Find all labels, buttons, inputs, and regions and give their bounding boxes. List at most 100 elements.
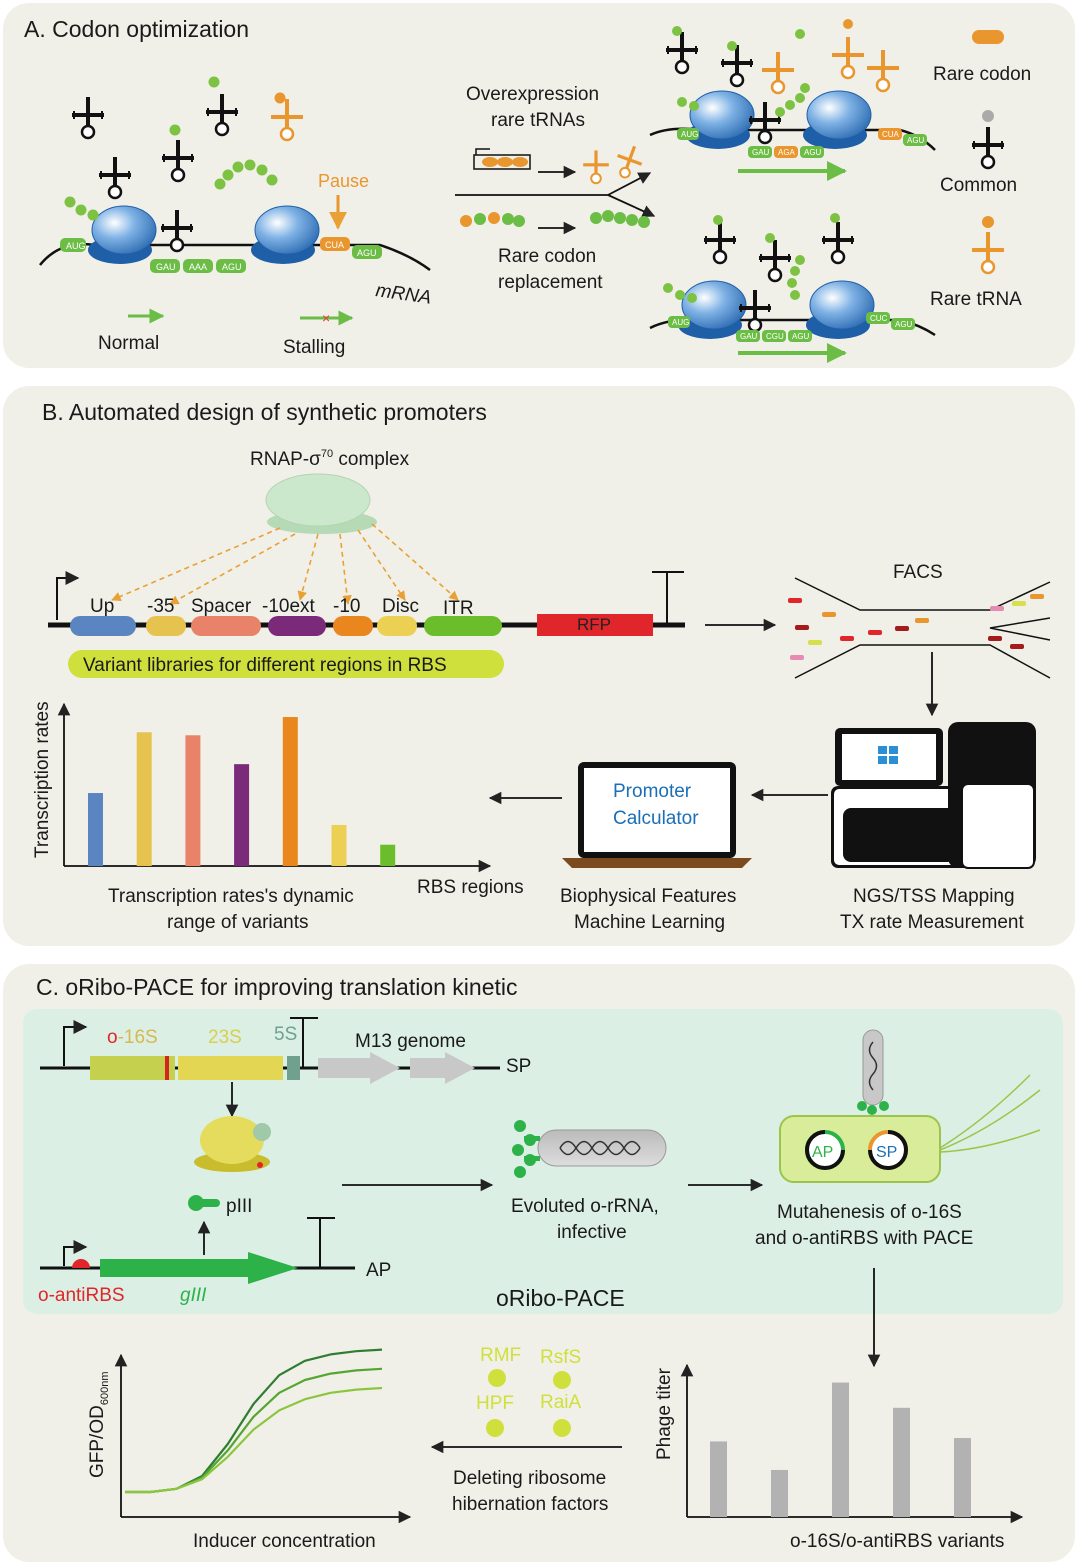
codon-label: GAU xyxy=(740,332,758,341)
codon-label: AGU xyxy=(907,136,925,145)
facs-label: FACS xyxy=(893,562,943,583)
calculator-label: Calculator xyxy=(613,808,699,829)
gfp-ylabel: GFP/OD600nm xyxy=(87,1372,111,1478)
m13-label: M13 genome xyxy=(355,1031,466,1052)
codon-label: AUG xyxy=(672,318,689,327)
codon-label: AGU xyxy=(804,148,822,157)
common-trna-icon xyxy=(97,155,133,200)
codon-label: AGU xyxy=(895,320,913,329)
ecoli-cell-icon: AP SP xyxy=(779,1029,1041,1183)
promoter-arrow xyxy=(56,571,80,620)
replacement-label: replacement xyxy=(498,272,603,293)
ngs-label: TX rate Measurement xyxy=(840,912,1024,933)
hibernation-factors: RMF RsfS HPF RaiA Deleting ribosome hibe… xyxy=(430,1345,622,1515)
ribosome-icon xyxy=(677,280,747,340)
chart-b-xlabel: RBS regions xyxy=(417,877,524,898)
laptop-icon: Promoter Calculator xyxy=(562,762,752,868)
stall-cross-icon: × xyxy=(322,310,330,326)
phage-bars xyxy=(710,1382,971,1517)
rare-codon-label: CUA xyxy=(882,130,900,139)
common-trna-icon xyxy=(204,92,240,137)
evoluted-label: Evoluted o-rRNA, xyxy=(511,1196,659,1217)
phage-titer-bar xyxy=(893,1407,910,1517)
factor-label: RsfS xyxy=(540,1347,581,1368)
common-amino-acid-icon xyxy=(982,110,994,122)
rare-trna-icon xyxy=(581,148,611,185)
ribosome-icon xyxy=(805,280,875,340)
mutagenesis-label: Mutahenesis of o-16S xyxy=(777,1202,962,1223)
right-translation-scenes: AUG GAU AGA AGU CUA AGU AUG GAU CGU AGU … xyxy=(649,19,936,363)
ribosome-icon xyxy=(685,90,755,150)
chart-b-ylabel: Transcription rates xyxy=(32,701,53,858)
panel-a-background xyxy=(3,3,1075,368)
common-trna-icon xyxy=(719,43,755,88)
phage-icon xyxy=(512,1120,667,1178)
o-ribosome-icon xyxy=(194,1116,271,1172)
region-label: -10 xyxy=(333,596,360,617)
factor-label: RMF xyxy=(480,1345,521,1366)
overexpression-label: rare tRNAs xyxy=(491,110,585,131)
rare-trna-icon xyxy=(970,230,1006,275)
phage-titer-bar xyxy=(954,1438,971,1517)
gfp-xlabel: Inducer concentration xyxy=(193,1531,376,1552)
o-antirbs-label: o-antiRBS xyxy=(38,1285,125,1306)
panel-c-title: C. oRibo-PACE for improving translation … xyxy=(36,974,517,1000)
region-label: Disc xyxy=(382,596,419,617)
phage-titer-bar xyxy=(710,1441,727,1517)
region-label: -35 xyxy=(147,596,174,617)
factor-label: RaiA xyxy=(540,1392,582,1413)
pause-label: Pause xyxy=(318,171,369,191)
gfp-chart: GFP/OD600nm Inducer concentration xyxy=(87,1348,412,1552)
promoter-construct: RFP Up -35 Spacer -10ext -10 Disc ITR Va… xyxy=(48,571,685,678)
cell-droplets xyxy=(788,594,1044,660)
codon-label: GAU xyxy=(752,148,770,157)
region-spacer xyxy=(191,616,261,636)
phage-titer-bar xyxy=(771,1469,788,1517)
transcription-bar xyxy=(88,793,103,866)
rare-trna-icon xyxy=(830,35,866,80)
region-label: -10ext xyxy=(262,596,316,617)
codon-label: AGU xyxy=(357,248,377,258)
normal-label: Normal xyxy=(98,333,159,354)
chart-b-caption: range of variants xyxy=(167,912,309,933)
rnap-complex: RNAP-σ70 complex xyxy=(111,448,459,605)
common-trna-icon xyxy=(757,238,793,283)
transcription-bar xyxy=(234,764,250,866)
codon-label: AUG xyxy=(681,130,698,139)
legend-rare-codon: Rare codon xyxy=(933,64,1031,85)
rare-trna-icon xyxy=(760,50,796,95)
rare-trna-icon xyxy=(609,140,649,184)
ribosome-icon xyxy=(802,90,872,150)
common-trna-icon xyxy=(970,125,1006,170)
region-label: Up xyxy=(90,596,114,617)
common-trna-icon xyxy=(160,138,196,183)
common-trna-icon xyxy=(70,95,106,140)
o16s-label: o-16S xyxy=(107,1027,158,1048)
replacement-label: Rare codon xyxy=(498,246,596,267)
codon-row-left: AUG GAU AAA AGU CUA AGU xyxy=(60,237,382,273)
m13-arrow xyxy=(410,1052,475,1084)
rare-codon-label: AGA xyxy=(778,148,796,157)
common-trna-icon xyxy=(664,30,700,75)
codon-bead-row xyxy=(460,210,650,228)
panel-b-title: B. Automated design of synthetic promote… xyxy=(42,399,487,425)
transcription-bar xyxy=(136,732,152,866)
codon-label: AUG xyxy=(66,241,86,251)
oribo-pace-label: oRibo-PACE xyxy=(496,1285,625,1311)
promoter-icon xyxy=(475,148,490,155)
legend-rare-trna: Rare tRNA xyxy=(930,289,1022,310)
transcription-rate-chart: Transcription rates RBS regions xyxy=(32,701,524,898)
ml-label: Biophysical Features xyxy=(560,886,736,907)
rnap-body xyxy=(265,473,371,527)
ml-label: Machine Learning xyxy=(574,912,725,933)
stalling-label: Stalling xyxy=(283,337,345,358)
rfp-gene xyxy=(537,614,653,636)
sequencer-icon xyxy=(831,722,1036,869)
transcription-bar xyxy=(380,844,396,866)
transcription-bar xyxy=(331,824,347,866)
ngs-label: NGS/TSS Mapping xyxy=(853,886,1015,907)
chart-b-bars xyxy=(88,717,396,866)
region-itr xyxy=(424,616,502,636)
deleting-label: Deleting ribosome xyxy=(453,1468,606,1489)
r5s-label: 5S xyxy=(274,1024,297,1045)
